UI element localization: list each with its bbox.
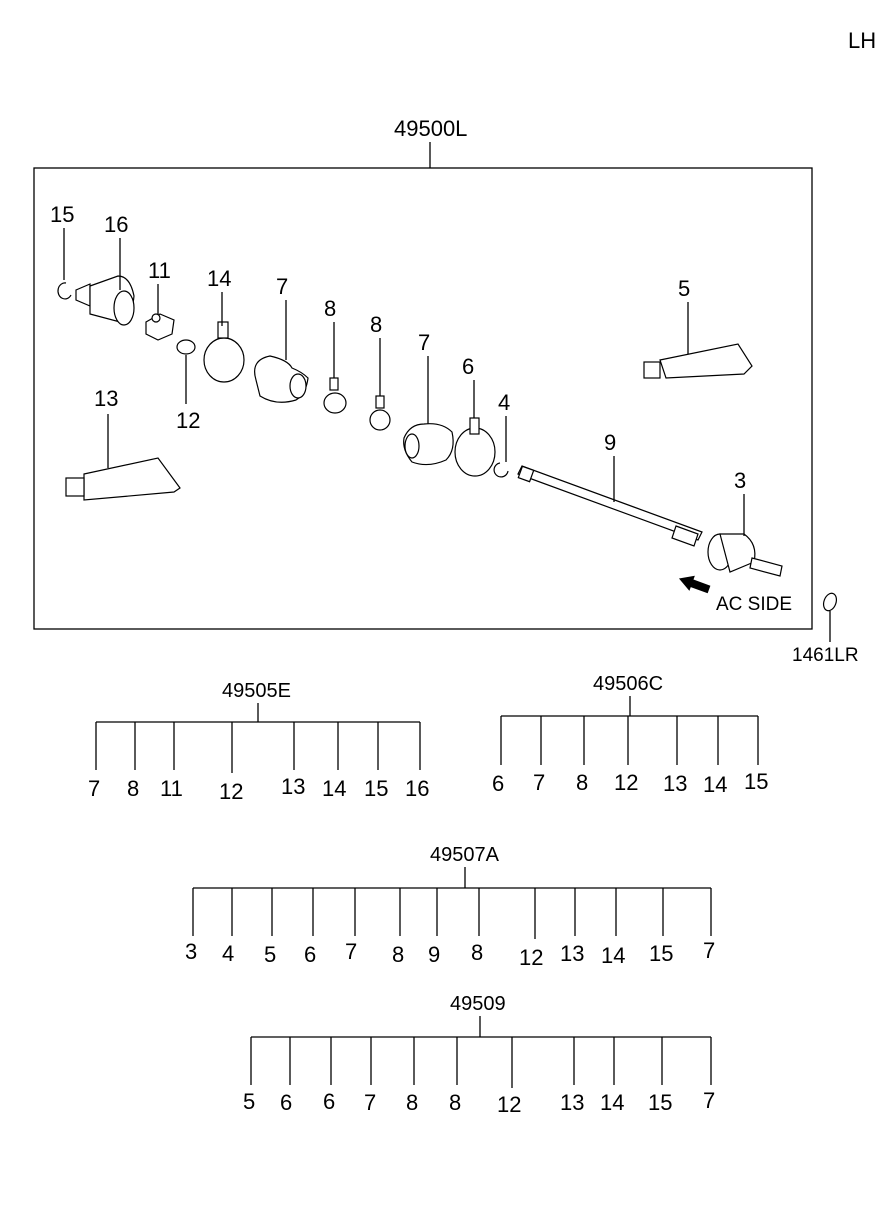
kit-item: 7: [364, 1090, 376, 1115]
kit-tree-49505E: 49505E 7 8 11 12 13 14 15 16: [88, 680, 429, 804]
clamp-part-8b: [369, 338, 391, 431]
ring-part-12: [176, 339, 196, 404]
kit-item: 11: [160, 776, 183, 801]
housing-part-16: [75, 238, 135, 326]
kit-item: 6: [280, 1090, 292, 1115]
ac-side-label: AC SIDE: [716, 594, 792, 615]
grease-tube-part-5: [643, 302, 753, 379]
kit-item: 8: [576, 770, 588, 795]
kit-item: 4: [222, 941, 234, 966]
kit-item: 14: [703, 772, 727, 797]
boot-part-7a: [254, 300, 309, 403]
kit-tree-49506C: 49506C 6 7 8 12 13 14 15: [492, 673, 768, 797]
kit-item: 15: [744, 769, 768, 794]
shaft-part-9: [517, 456, 703, 547]
kit-item: 16: [405, 776, 429, 801]
kit-item: 7: [345, 939, 357, 964]
callout-3: 3: [734, 468, 746, 493]
callout-16: 16: [104, 212, 128, 237]
callout-14: 14: [207, 266, 231, 291]
kit-item: 7: [703, 1088, 715, 1113]
circlip-part-4: [493, 416, 509, 478]
kit-item: 14: [600, 1090, 624, 1115]
external-part-code: 1461LR: [792, 645, 859, 666]
callout-5: 5: [678, 276, 690, 301]
kit-code: 49505E: [222, 680, 291, 702]
callout-4: 4: [498, 390, 510, 415]
callout-7a: 7: [276, 274, 288, 299]
assembly-frame: [33, 167, 813, 630]
kit-item: 13: [560, 1090, 584, 1115]
kit-item: 3: [185, 939, 197, 964]
kit-item: 9: [428, 942, 440, 967]
callout-11: 11: [148, 258, 171, 283]
band-part-6: [454, 380, 496, 477]
kit-item: 13: [560, 941, 584, 966]
callout-8a: 8: [324, 296, 336, 321]
kit-item: 12: [497, 1092, 521, 1117]
kit-item: 8: [392, 942, 404, 967]
kit-item: 12: [614, 770, 638, 795]
kit-item: 13: [663, 771, 687, 796]
kit-item: 6: [492, 771, 504, 796]
clamp-part-8a: [323, 322, 347, 414]
kit-item: 7: [703, 938, 715, 963]
kit-item: 8: [471, 940, 483, 965]
callout-7b: 7: [418, 330, 430, 355]
assembly-code: 49500L: [394, 116, 467, 141]
callout-13: 13: [94, 386, 118, 411]
circlip-part-15: [57, 228, 72, 300]
kit-item: 5: [264, 942, 276, 967]
kit-tree-49507A: 49507A 3 4 5 6 7 8 9 8 12 13 14 15 7: [185, 844, 715, 970]
kit-item: 8: [406, 1090, 418, 1115]
kit-item: 13: [281, 774, 305, 799]
ac-side-arrow-icon: [678, 575, 711, 594]
kit-code: 49507A: [430, 844, 500, 866]
grease-tube-part-13: [65, 414, 181, 501]
callout-15: 15: [50, 202, 74, 227]
callout-12: 12: [176, 408, 200, 433]
kit-item: 8: [127, 776, 139, 801]
kit-item: 5: [243, 1089, 255, 1114]
side-label: LH: [848, 28, 876, 53]
spider-part-11: [145, 284, 175, 341]
callout-6: 6: [462, 354, 474, 379]
kit-item: 12: [519, 945, 543, 970]
kit-item: 6: [323, 1089, 335, 1114]
kit-item: 8: [449, 1090, 461, 1115]
kit-item: 7: [88, 776, 100, 801]
kit-code: 49506C: [593, 673, 663, 695]
kit-item: 6: [304, 942, 316, 967]
kit-item: 15: [364, 776, 388, 801]
band-part-14: [203, 292, 245, 383]
outer-joint-part-3: [707, 494, 783, 577]
kit-item: 7: [533, 770, 545, 795]
kit-item: 12: [219, 779, 243, 804]
seal-ring-icon: [822, 592, 838, 612]
kit-code: 49509: [450, 993, 506, 1015]
boot-part-7b: [403, 356, 454, 466]
kit-tree-49509: 49509 5 6 6 7 8 8 12 13 14 15 7: [243, 993, 715, 1117]
callout-9: 9: [604, 430, 616, 455]
kit-item: 14: [601, 943, 625, 968]
kit-item: 14: [322, 776, 346, 801]
kit-item: 15: [649, 941, 673, 966]
kit-item: 15: [648, 1090, 672, 1115]
callout-8b: 8: [370, 312, 382, 337]
